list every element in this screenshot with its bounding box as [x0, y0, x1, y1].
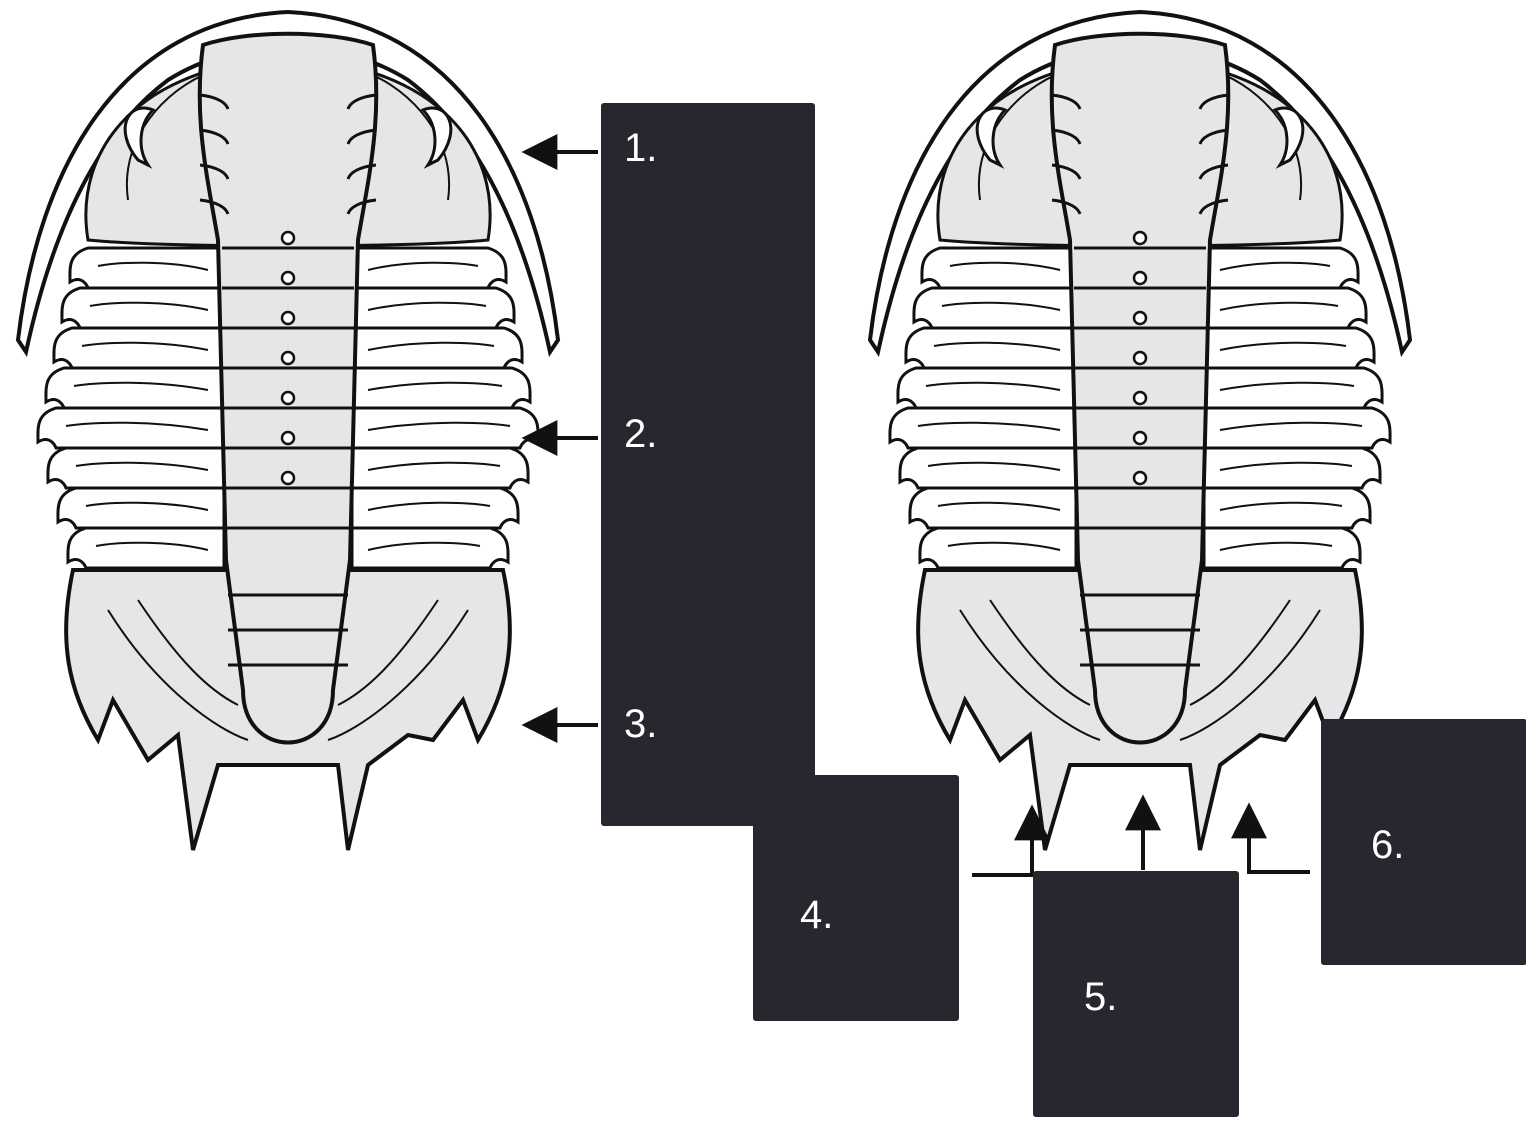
label-1: 1. [624, 128, 657, 168]
label-5: 5. [1084, 977, 1117, 1017]
label-box-5 [1033, 871, 1239, 1117]
pointer-arrow-6 [1249, 806, 1310, 872]
label-4: 4. [800, 895, 833, 935]
label-box-6 [1321, 719, 1526, 965]
label-box-4 [753, 775, 959, 1021]
label-6: 6. [1371, 825, 1404, 865]
label-3: 3. [624, 704, 657, 744]
pointer-arrow-4 [972, 808, 1032, 875]
left-trilobite [18, 12, 558, 850]
label-2: 2. [624, 414, 657, 454]
